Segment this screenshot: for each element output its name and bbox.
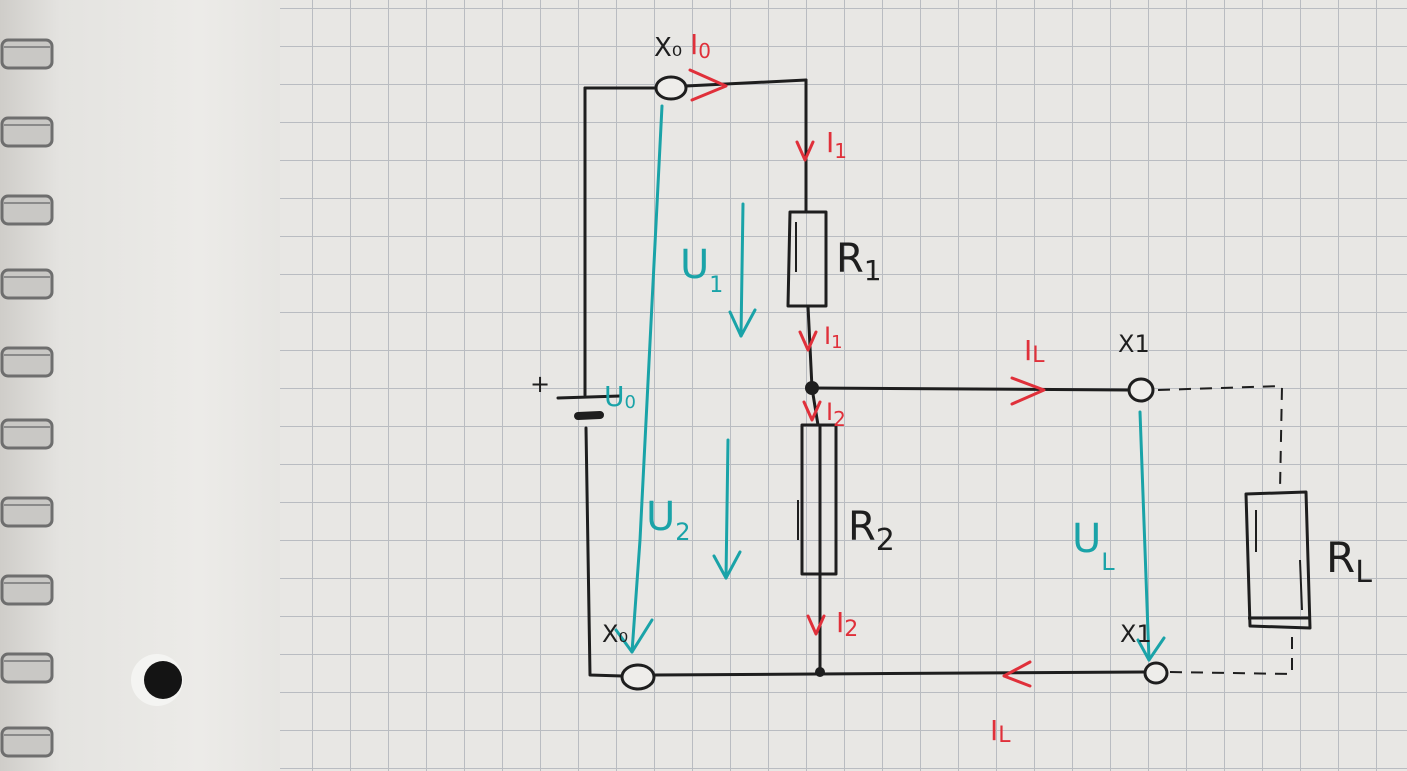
wire-bottom xyxy=(652,670,1146,677)
current-arrow-il-top xyxy=(1010,376,1046,406)
binding-ring xyxy=(0,726,54,758)
resistor-r1 xyxy=(786,210,828,308)
label-x0-top: X₀ xyxy=(654,33,682,63)
label-i0-letter: I xyxy=(690,28,698,61)
label-ul-letter: U xyxy=(1072,516,1101,562)
label-x1-bottom: X1 xyxy=(1120,620,1152,648)
label-u1: U1 xyxy=(680,242,723,298)
load-wire-bottom xyxy=(1169,628,1293,676)
terminal-x1-top xyxy=(1127,377,1155,403)
resistor-rl xyxy=(1244,490,1312,630)
label-il-bottom: IL xyxy=(990,714,1011,748)
junction-bottom xyxy=(815,667,825,677)
load-connections xyxy=(1157,384,1293,676)
label-i2-bottom-letter: I xyxy=(836,606,844,639)
current-arrow-i1-top xyxy=(795,140,815,162)
label-i1-mid-letter: I xyxy=(824,322,831,350)
label-r1-sub: 1 xyxy=(864,254,882,287)
binding-ring xyxy=(0,496,54,528)
current-arrow-i1-mid xyxy=(798,330,818,352)
label-r2: R2 xyxy=(848,504,895,558)
label-ul-sub: L xyxy=(1101,548,1115,576)
terminal-x0-top xyxy=(654,75,688,101)
wire-top xyxy=(583,78,808,90)
resistor-r2 xyxy=(797,423,838,576)
label-i1-top-sub: 1 xyxy=(834,139,847,163)
label-rl: RL xyxy=(1326,533,1372,590)
label-x0-bottom: X₀ xyxy=(602,620,628,648)
label-r1-letter: R xyxy=(836,236,864,282)
label-i1-mid-sub: 1 xyxy=(831,332,842,353)
label-i2-bottom: I2 xyxy=(836,606,858,642)
label-il-bottom-sub: L xyxy=(998,723,1011,748)
grid-paper xyxy=(280,0,1407,771)
current-arrow-il-bottom xyxy=(1002,660,1032,688)
label-battery-plus: + xyxy=(530,370,550,398)
label-il-bottom-letter: I xyxy=(990,714,998,747)
spiral-binding xyxy=(0,38,54,758)
binding-ring xyxy=(0,652,54,684)
label-il-top-letter: I xyxy=(1024,334,1032,367)
label-i0-sub: 0 xyxy=(698,39,711,63)
label-u1-letter: U xyxy=(680,242,709,288)
label-r2-sub: 2 xyxy=(876,523,895,558)
black-labels: X₀ X₀ X1 X1 + R1 R2 RL xyxy=(530,33,1372,648)
voltage-arrows xyxy=(614,104,1166,662)
binding-ring xyxy=(0,194,54,226)
label-u2-sub: 2 xyxy=(675,518,690,546)
label-u0-letter: U xyxy=(604,380,625,413)
binding-ring xyxy=(0,574,54,606)
terminal-x0-bottom xyxy=(620,663,656,691)
label-i2-top-sub: 2 xyxy=(833,407,846,431)
label-i2-bottom-sub: 2 xyxy=(844,617,858,642)
current-arrow-i2-bottom xyxy=(806,614,826,636)
junction-node xyxy=(805,381,819,395)
resistors xyxy=(786,210,1312,630)
label-i1-top-letter: I xyxy=(826,126,834,159)
label-il-top: IL xyxy=(1024,334,1045,368)
label-u2: U2 xyxy=(646,494,691,546)
terminals xyxy=(620,75,1169,691)
label-il-top-sub: L xyxy=(1032,343,1045,368)
label-i0: I0 xyxy=(690,28,711,63)
voltage-arrow-u2 xyxy=(712,438,742,580)
load-wire-top xyxy=(1157,384,1284,491)
voltage-labels: U0 U1 U2 UL xyxy=(604,242,1115,576)
label-x1-top: X1 xyxy=(1118,330,1150,358)
voltage-arrow-u0 xyxy=(614,104,664,654)
label-ul: UL xyxy=(1072,516,1115,576)
binding-ring xyxy=(0,418,54,450)
voltage-arrow-ul xyxy=(1136,410,1166,662)
punch-hole xyxy=(131,654,183,706)
label-i2-top-letter: I xyxy=(826,398,833,426)
label-i2-top: I2 xyxy=(826,398,846,431)
label-rl-letter: R xyxy=(1326,533,1355,582)
label-u2-letter: U xyxy=(646,494,675,540)
label-rl-sub: L xyxy=(1355,555,1372,590)
label-r1: R1 xyxy=(836,236,882,287)
label-i1-mid: I1 xyxy=(824,322,843,353)
wire-to-x1-top xyxy=(810,386,1130,392)
label-u1-sub: 1 xyxy=(709,273,723,298)
current-arrow-i2-top xyxy=(802,400,822,422)
label-u0: U0 xyxy=(604,380,636,413)
label-i1-top: I1 xyxy=(826,126,847,163)
current-arrows xyxy=(688,68,1046,688)
binding-ring xyxy=(0,116,54,148)
voltage-arrow-u1 xyxy=(728,202,757,338)
binding-ring xyxy=(0,38,54,70)
label-r2-letter: R xyxy=(848,504,876,550)
label-u0-sub: 0 xyxy=(625,392,636,413)
battery-symbol xyxy=(556,394,622,420)
binding-ring xyxy=(0,268,54,300)
wires xyxy=(583,78,1146,678)
binding-ring xyxy=(0,346,54,378)
wire-left-bottom xyxy=(584,426,624,678)
terminal-x1-bottom xyxy=(1143,661,1169,685)
current-arrow-i0 xyxy=(688,68,728,102)
current-labels: I0 I1 I1 I2 I2 IL IL xyxy=(690,28,1045,748)
